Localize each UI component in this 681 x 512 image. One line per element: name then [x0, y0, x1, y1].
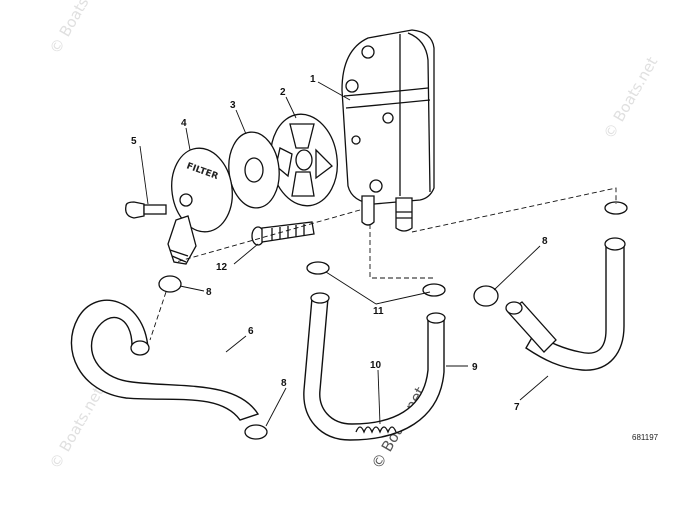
leader-1 [317, 81, 351, 101]
fuel-hose-left [70, 299, 260, 421]
thumb-screw [125, 201, 167, 219]
assembly-line-hose6 [149, 291, 167, 341]
callout-8-left: 8 [206, 287, 212, 298]
callout-7: 7 [514, 402, 520, 413]
filter-cover: FILTER [167, 147, 233, 265]
catalog-number: 681197 [632, 433, 659, 442]
watermark-top-right: © Boats.net [600, 54, 661, 142]
callout-8-right: 8 [542, 236, 548, 247]
watermark-bottom-left: © Boats.net [46, 384, 107, 472]
clamp-bottom [244, 424, 268, 440]
clamp-middle-right [422, 283, 446, 297]
leader-8b [265, 387, 287, 427]
callout-10: 10 [370, 360, 382, 371]
fuel-hose-middle [303, 292, 446, 441]
callout-4: 4 [181, 118, 187, 129]
watermark-top-left: © Boats.net [46, 0, 107, 57]
leader-11 [325, 271, 431, 305]
clamp-right-lower [473, 285, 499, 307]
leader-5 [139, 145, 149, 205]
leader-3 [235, 109, 247, 135]
callout-5: 5 [131, 136, 137, 147]
hose-spring [355, 426, 397, 434]
callout-2: 2 [280, 87, 286, 98]
clamp-middle-left [306, 261, 330, 275]
clamp-left [158, 275, 182, 293]
assembly-line-center [369, 224, 434, 279]
fuel-pump-body [341, 29, 435, 232]
callout-8-bottom: 8 [281, 378, 287, 389]
leader-10 [377, 369, 381, 425]
leader-12 [233, 243, 259, 265]
callout-1: 1 [310, 74, 316, 85]
leader-8c [493, 245, 541, 291]
leader-4 [185, 127, 191, 151]
clamp-right-upper [604, 201, 628, 215]
gasket [228, 131, 280, 209]
callout-6: 6 [248, 326, 254, 337]
diaphragm-plate [270, 113, 338, 207]
callout-12: 12 [216, 262, 228, 273]
leader-6 [225, 335, 247, 353]
callout-9: 9 [472, 362, 478, 373]
callout-11: 11 [373, 306, 384, 317]
mounting-screw [251, 221, 315, 246]
fuel-hose-right [505, 237, 626, 371]
leader-7 [519, 375, 549, 401]
callout-3: 3 [230, 100, 236, 111]
assembly-line-outlet [411, 187, 617, 233]
leader-8a [179, 285, 205, 292]
leader-2 [285, 96, 297, 119]
